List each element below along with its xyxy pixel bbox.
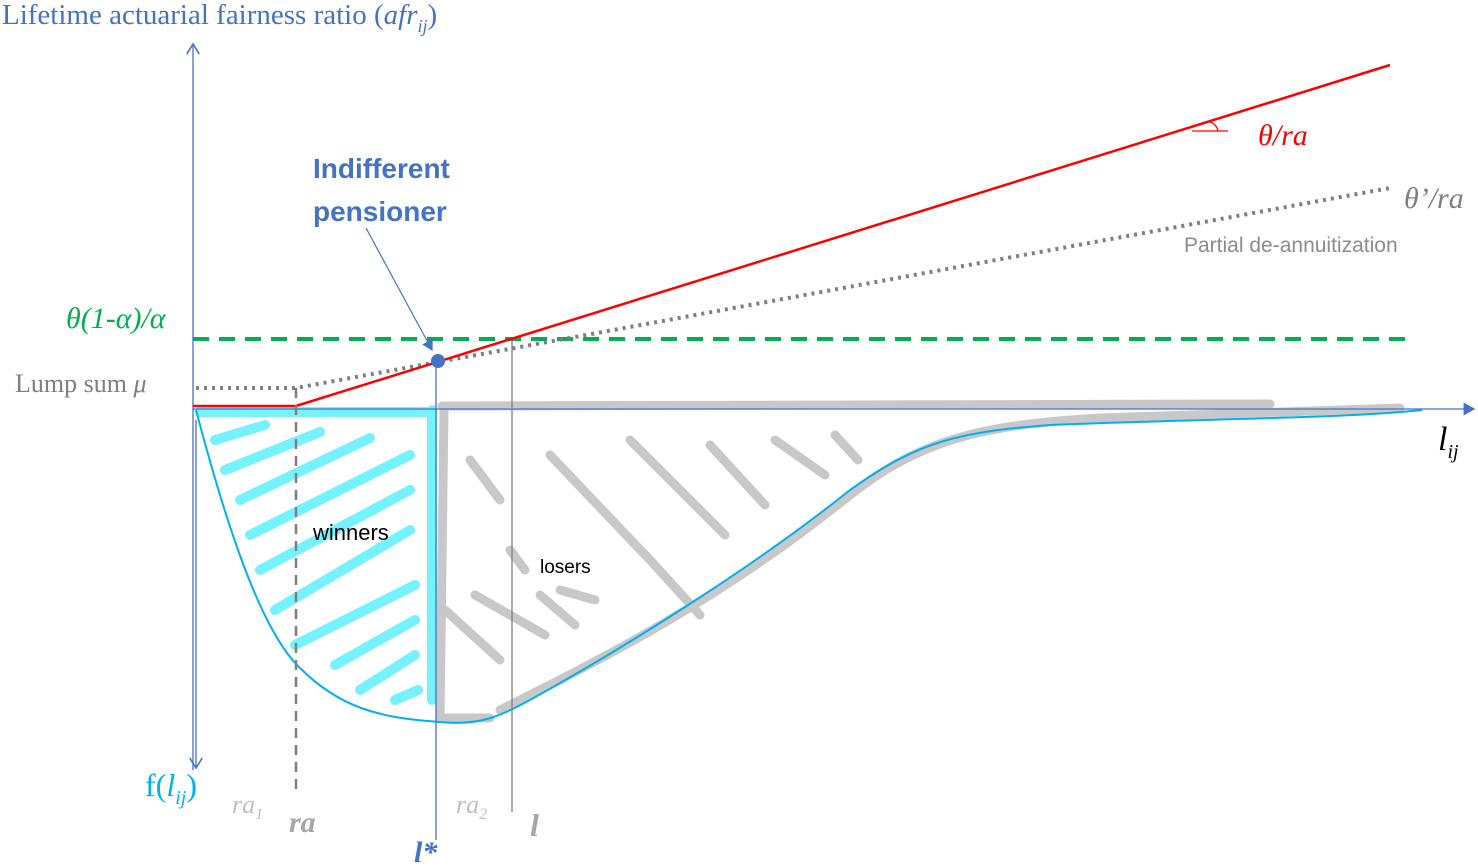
angle-mark [1192, 121, 1228, 132]
threshold-label: θ(1-α)/α [66, 302, 167, 335]
indifferent-point [431, 354, 445, 368]
theta-prime-ra-label: θ’/ra [1404, 182, 1464, 215]
lump-sum-label: Lump sum μ [15, 369, 147, 398]
density-curve [195, 409, 1423, 724]
density-label: f(lij) [145, 767, 197, 809]
ra-label: ra [289, 806, 316, 839]
ra2-label: ra2 [456, 790, 487, 823]
y-axis-title: Lifetime actuarial fairness ratio (afrij… [2, 0, 437, 36]
partial-deannuitization-line [196, 186, 1391, 390]
losers-label: losers [540, 557, 591, 578]
winners-hatch [195, 405, 437, 705]
theta-ra-label: θ/ra [1258, 119, 1308, 152]
indifferent-arrow [365, 227, 433, 352]
l-star-label: l* [414, 836, 438, 866]
losers-hatch [435, 399, 1405, 723]
indifferent-label: Indifferent pensioner [313, 153, 458, 227]
l-label: l [530, 807, 539, 843]
winners-label: winners [312, 520, 389, 545]
partial-deannuitization-label: Partial de-annuitization [1184, 234, 1398, 257]
x-axis-label: lij [1438, 421, 1459, 463]
ra1-label: ra1 [232, 790, 263, 823]
